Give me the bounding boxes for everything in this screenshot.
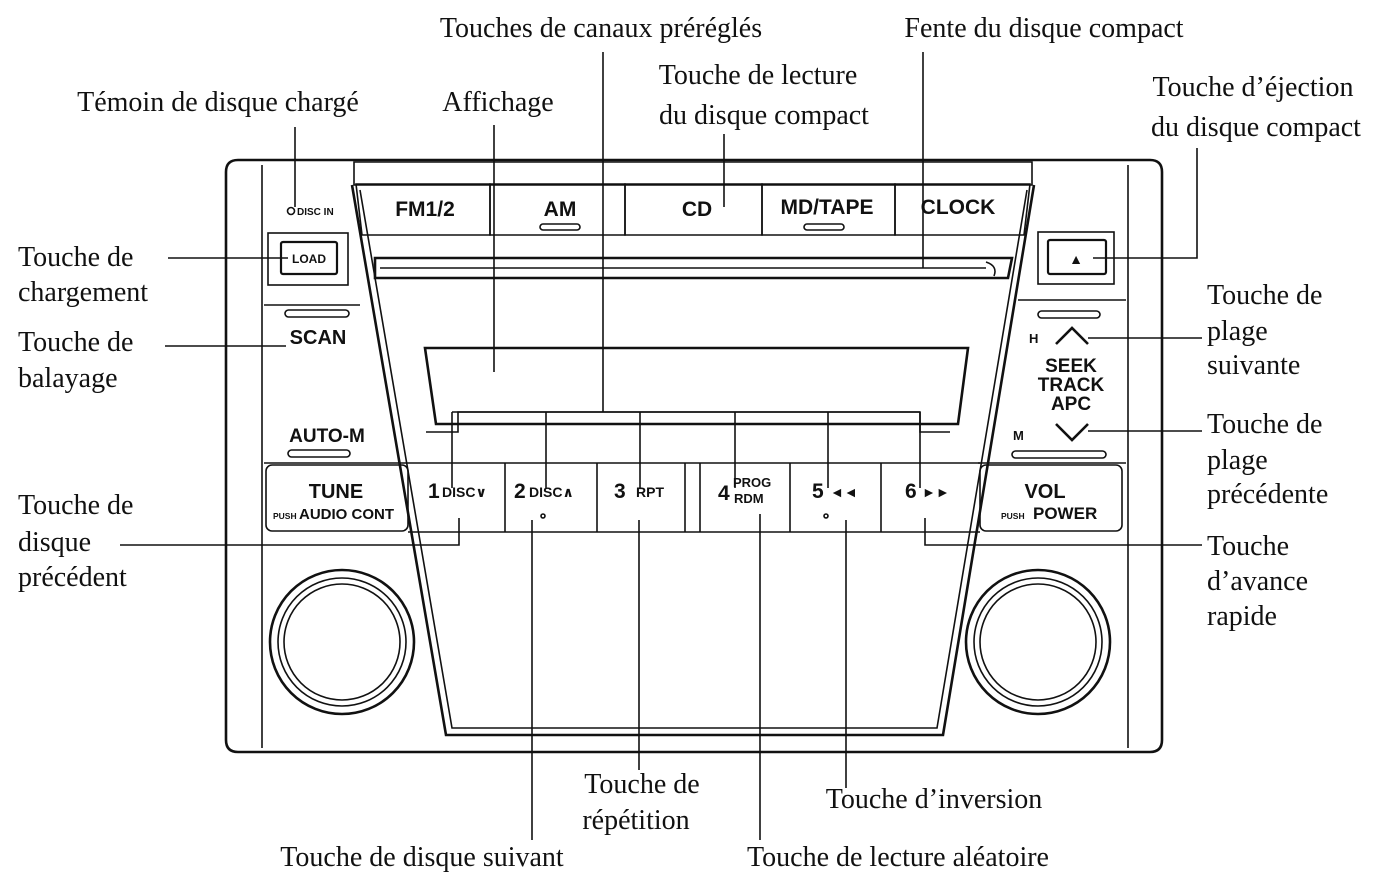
disc-in-indicator: DISC IN [286, 206, 334, 218]
callout-preset-keys: Touches de canaux préréglés [440, 13, 762, 44]
callout-prev-disc-line1: Touche de [18, 490, 133, 521]
eject-icon: ▲ [1069, 251, 1083, 267]
vol-push-label: PUSH [1001, 511, 1025, 521]
callout-load-line1: Touche de [18, 242, 133, 273]
callout-next-track-line1: Touche de [1207, 280, 1322, 311]
callout-next-track-line2: plage [1207, 316, 1268, 347]
clock-button-label: CLOCK [921, 196, 996, 219]
seek-m-label: M [1013, 428, 1024, 443]
mdtape-button-label: MD/TAPE [781, 196, 874, 219]
auto-m-button[interactable]: AUTO-M [287, 426, 365, 458]
tune-sub-label: AUDIO CONT [299, 506, 394, 523]
disc-in-label: DISC IN [297, 207, 334, 218]
callout-prev-disc-line3: précédent [18, 562, 127, 593]
preset-4-button[interactable]: 4 PROG RDM [718, 475, 771, 506]
preset-5-number: 5 [812, 480, 824, 503]
preset-1-label: DISC∨ [442, 484, 487, 500]
mdtape-button[interactable]: MD/TAPE [761, 183, 896, 236]
seek-label: SEEK [1045, 356, 1097, 377]
seek-up-button[interactable] [1055, 326, 1089, 345]
vol-knob[interactable] [964, 568, 1112, 716]
preset-5-label: ◄◄ [830, 484, 858, 500]
cd-button[interactable]: CD [624, 183, 763, 236]
am-button-label: AM [544, 198, 577, 221]
callout-disc-loaded: Témoin de disque chargé [77, 87, 359, 118]
callout-prev-track-line2: plage [1207, 445, 1268, 476]
callout-eject-line1: Touche d’éjection [1153, 72, 1354, 103]
callout-next-track-line3: suivante [1207, 350, 1300, 381]
preset-3-label: RPT [636, 484, 664, 500]
preset-4-number: 4 [718, 482, 730, 505]
faceplate [224, 158, 1164, 754]
fm-button-label: FM1/2 [395, 198, 455, 221]
preset-2-number: 2 [514, 480, 526, 503]
eject-button[interactable]: ▲ [1037, 231, 1115, 285]
load-button-label: LOAD [292, 252, 326, 266]
callout-prev-track-line3: précédente [1207, 479, 1328, 510]
preset-3-button[interactable]: 3 RPT [614, 480, 664, 503]
callout-scan-line1: Touche de [18, 327, 133, 358]
tune-button[interactable]: TUNE PUSH AUDIO CONT [265, 464, 409, 532]
callout-repeat-line1: Touche de [584, 769, 699, 800]
tune-label: TUNE [309, 481, 363, 503]
apc-label: APC [1051, 394, 1091, 415]
mode-buttons: FM1/2 AM CD MD/TAPE CLOCK [355, 183, 1031, 236]
preset-1-number: 1 [428, 480, 440, 503]
cd-slot [373, 256, 1014, 280]
vol-label: VOL [1024, 481, 1065, 503]
load-button[interactable]: LOAD [267, 232, 349, 286]
display-screen [423, 346, 970, 433]
callout-ffwd-line1: Touche [1207, 531, 1289, 562]
callout-eject-line2: du disque compact [1151, 112, 1361, 143]
callout-prev-disc-line2: disque [18, 527, 91, 558]
callout-display: Affichage [442, 87, 553, 118]
preset-2-button[interactable]: 2 DISC∧ [514, 480, 574, 519]
callout-cd-slot: Fente du disque compact [904, 13, 1183, 44]
leader-lines [120, 52, 1202, 840]
seek-down-button[interactable] [1055, 423, 1089, 442]
vol-button[interactable]: VOL PUSH POWER [979, 464, 1123, 532]
callouts: Touches de canaux préréglés Fente du dis… [18, 13, 1361, 873]
callout-ffwd-line2: d’avance [1207, 566, 1308, 597]
callout-load-line2: chargement [18, 277, 148, 308]
callout-random: Touche de lecture aléatoire [747, 842, 1049, 873]
tune-push-label: PUSH [273, 511, 297, 521]
scan-button[interactable]: SCAN [284, 309, 350, 349]
scan-button-label: SCAN [290, 327, 347, 349]
preset-4-label2: RDM [734, 491, 764, 506]
vol-sub-label: POWER [1033, 504, 1097, 523]
callout-scan-line2: balayage [18, 363, 118, 394]
callout-cd-play-line2: du disque compact [659, 100, 869, 131]
preset-6-label: ►► [922, 484, 950, 500]
preset-3-number: 3 [614, 480, 626, 503]
callout-next-disc: Touche de disque suivant [280, 842, 564, 873]
cd-button-label: CD [682, 198, 712, 221]
callout-reverse: Touche d’inversion [826, 784, 1043, 815]
callout-repeat-line2: répétition [582, 805, 689, 836]
track-label: TRACK [1038, 375, 1105, 396]
preset-6-button[interactable]: 6 ►► [905, 480, 950, 503]
fm-button[interactable]: FM1/2 [355, 183, 491, 236]
callout-prev-track-line1: Touche de [1207, 409, 1322, 440]
callout-cd-play-line1: Touche de lecture [659, 60, 858, 91]
clock-button[interactable]: CLOCK [894, 183, 1031, 236]
preset-4-label: PROG [733, 475, 771, 490]
auto-m-label: AUTO-M [289, 426, 365, 447]
preset-1-button[interactable]: 1 DISC∨ [428, 480, 487, 503]
preset-5-button[interactable]: 5 ◄◄ [812, 480, 858, 519]
seek-track-apc: H M SEEK TRACK APC [1011, 310, 1107, 459]
callout-ffwd-line3: rapide [1207, 601, 1277, 632]
preset-6-number: 6 [905, 480, 917, 503]
preset-strip [408, 462, 980, 533]
tune-knob[interactable] [268, 568, 416, 716]
seek-h-label: H [1029, 331, 1038, 346]
am-button[interactable]: AM [489, 183, 626, 236]
preset-2-label: DISC∧ [529, 484, 574, 500]
